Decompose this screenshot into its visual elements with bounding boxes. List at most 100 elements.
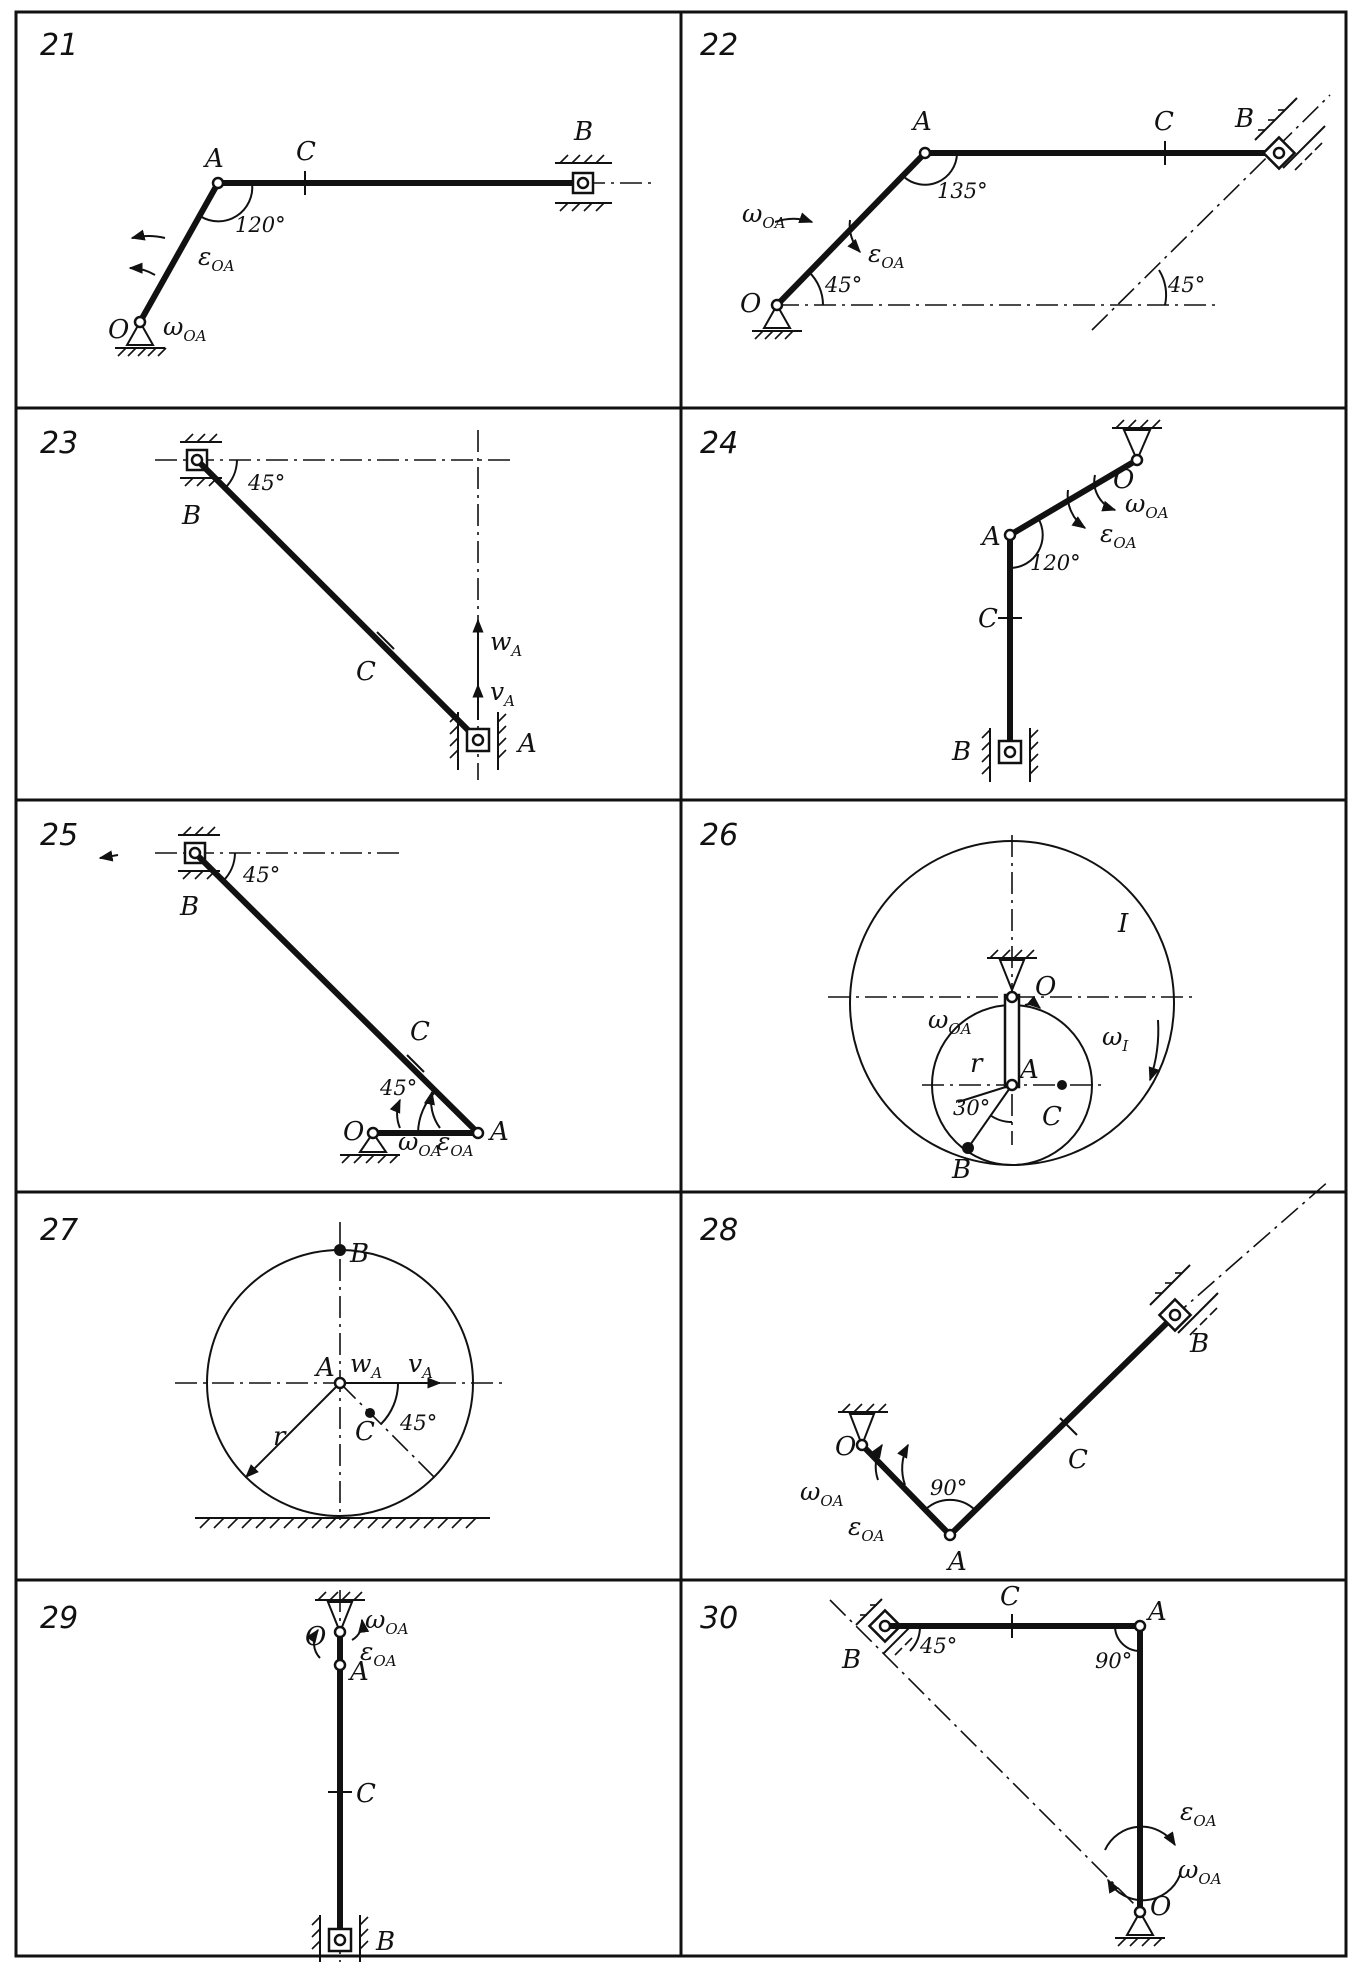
panel-21: 21 A C B O 120° εOA ωOA xyxy=(40,28,655,357)
label-a: A xyxy=(314,1353,335,1383)
omega-oa: ωOA xyxy=(398,1127,442,1160)
label-o: O xyxy=(305,1622,326,1652)
panel-number: 30 xyxy=(700,1601,738,1636)
panel-number: 27 xyxy=(40,1213,78,1248)
panel-number: 29 xyxy=(40,1601,78,1636)
panel-number: 24 xyxy=(700,426,738,461)
ground-support-o xyxy=(987,949,1037,993)
epsilon-oa: εOA xyxy=(360,1637,397,1670)
v-a: vA xyxy=(490,677,515,710)
omega-i: ωI xyxy=(1102,1022,1129,1055)
label-c: C xyxy=(1042,1102,1062,1132)
rod-ab xyxy=(194,457,481,743)
angle-label: 30° xyxy=(953,1096,990,1120)
angle-label: 45° xyxy=(1167,273,1205,297)
label-b: B xyxy=(951,737,971,767)
label-o: O xyxy=(108,315,129,345)
ground-support-o xyxy=(315,1591,365,1635)
w-a: wA xyxy=(490,627,522,660)
epsilon-oa: εOA xyxy=(848,1512,885,1545)
label-c: C xyxy=(1154,107,1174,137)
label-r: r xyxy=(273,1422,287,1452)
panel-26: 26 O A C B r I 30° ωOA ωI xyxy=(700,818,1195,1185)
epsilon-oa: εOA xyxy=(1100,519,1137,552)
panel-28: 28 O A C B 90° ωOA εOA xyxy=(700,1179,1331,1577)
ground-support-o xyxy=(1115,1909,1165,1947)
ground-support-o xyxy=(1112,419,1162,463)
omega-oa: ωOA xyxy=(1178,1855,1222,1888)
v-a: vA xyxy=(408,1349,433,1382)
label-b: B xyxy=(181,501,201,531)
angle-label: 45° xyxy=(242,863,280,887)
angle-label: 45° xyxy=(399,1411,437,1435)
label-o: O xyxy=(1035,972,1056,1002)
crank-oa xyxy=(137,180,221,325)
epsilon-oa: εOA xyxy=(437,1127,474,1160)
angle-label: 90° xyxy=(930,1476,967,1500)
label-a: A xyxy=(1146,1597,1167,1627)
label-b: B xyxy=(951,1155,971,1185)
panel-number: 22 xyxy=(700,28,738,63)
label-a: A xyxy=(203,144,224,174)
label-o: O xyxy=(1150,1892,1171,1922)
panel-24: 24 O A C B 120° ωOA εOA xyxy=(700,419,1169,782)
label-b: B xyxy=(349,1239,369,1269)
epsilon-oa: εOA xyxy=(1180,1797,1217,1830)
label-c: C xyxy=(1068,1445,1088,1475)
panel-number: 26 xyxy=(700,818,738,853)
w-a: wA xyxy=(350,1349,382,1382)
angle-label: 120° xyxy=(235,213,286,237)
crank-oa xyxy=(774,150,928,308)
ground-support-o xyxy=(838,1403,888,1448)
omega-oa: ωOA xyxy=(1125,489,1169,522)
panel-25: 25 B C O A 45° 45° ωOA εOA xyxy=(40,818,509,1164)
label-b: B xyxy=(1234,104,1254,134)
panel-number: 25 xyxy=(40,818,78,853)
rod-ab xyxy=(947,1312,1178,1538)
label-a: A xyxy=(946,1547,967,1577)
label-wheel-i: I xyxy=(1117,909,1129,939)
label-a: A xyxy=(488,1117,509,1147)
rod-ab xyxy=(192,850,481,1136)
omega-oa: ωOA xyxy=(800,1477,844,1510)
panel-27: 27 B A C r 45° wA vA xyxy=(40,1213,505,1529)
label-b: B xyxy=(1189,1329,1209,1359)
omega-oa: ωOA xyxy=(365,1605,409,1638)
label-c: C xyxy=(1000,1582,1020,1612)
label-o: O xyxy=(343,1117,364,1147)
label-c: C xyxy=(355,1417,375,1447)
epsilon-oa: εOA xyxy=(198,242,235,275)
label-b: B xyxy=(179,892,199,922)
omega-oa: ωOA xyxy=(742,199,786,232)
label-c: C xyxy=(356,1779,376,1809)
angle-label: 45° xyxy=(919,1634,957,1658)
label-b: B xyxy=(841,1645,861,1675)
label-b: B xyxy=(573,117,593,147)
label-c: C xyxy=(410,1017,430,1047)
panel-22: 22 A C B O 135° 45° 45° ωOA xyxy=(700,28,1331,340)
ground-support-o xyxy=(752,302,802,340)
label-a: A xyxy=(348,1657,369,1687)
panel-number: 28 xyxy=(700,1213,738,1248)
panel-23: 23 B C A 45° wA vA xyxy=(40,426,537,780)
angle-label: 45° xyxy=(379,1076,417,1100)
slider-b xyxy=(1149,1264,1219,1336)
label-b: B xyxy=(375,1927,395,1957)
angle-label: 90° xyxy=(1095,1649,1132,1673)
label-c: C xyxy=(356,657,376,687)
label-c: C xyxy=(978,604,998,634)
panel-30: 30 C A B O 45° 90° εOA ωOA xyxy=(700,1582,1222,1947)
crank-oa xyxy=(1003,993,1021,1089)
ground-support-o xyxy=(115,319,167,357)
label-c: C xyxy=(296,137,316,167)
label-r: r xyxy=(970,1049,984,1079)
ground-support-o xyxy=(340,1131,400,1164)
angle-label: 135° xyxy=(937,179,988,203)
label-a: A xyxy=(980,522,1001,552)
angle-label: 45° xyxy=(824,273,862,297)
epsilon-oa: εOA xyxy=(868,239,905,272)
crank-oa xyxy=(1007,457,1140,538)
angle-label: 45° xyxy=(247,471,285,495)
label-a: A xyxy=(516,729,537,759)
